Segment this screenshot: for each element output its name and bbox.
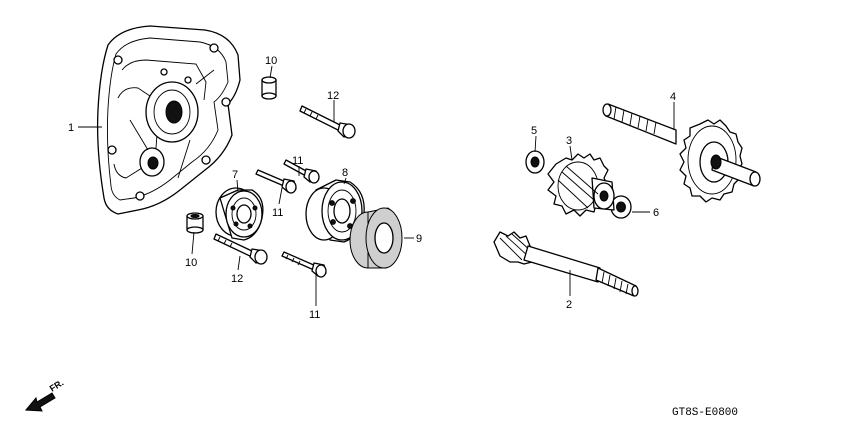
callout-1: 1 — [68, 122, 74, 134]
drive-shaft-part — [493, 231, 639, 297]
flange-bolt-part — [283, 159, 320, 184]
callout-8: 8 — [342, 167, 348, 179]
flange-bolt-part — [281, 251, 327, 278]
callout-12-top: 12 — [327, 90, 339, 102]
dowel-pin-part — [261, 76, 277, 100]
front-arrow-icon — [24, 392, 56, 412]
callout-7: 7 — [232, 169, 238, 181]
callout-2: 2 — [566, 299, 572, 311]
callout-9: 9 — [416, 233, 422, 245]
drawing-code: GT8S-E0800 — [672, 407, 738, 419]
final-shaft-gear-part — [602, 103, 761, 203]
front-direction-indicator: FR. — [24, 378, 66, 412]
front-direction-label: FR. — [48, 378, 66, 394]
callout-6: 6 — [653, 207, 659, 219]
leader-lines — [78, 65, 675, 306]
oil-seal-part — [349, 207, 403, 269]
callout-12-bottom: 12 — [231, 273, 243, 285]
ball-bearing-small-part — [215, 187, 264, 241]
callout-11-lower: 11 — [309, 309, 320, 321]
dowel-pin-part — [186, 212, 204, 234]
thrust-washer-part — [610, 195, 632, 219]
callout-3: 3 — [566, 135, 572, 147]
callout-11-upper: 11 — [292, 155, 303, 167]
callout-labels: 1 10 12 11 7 8 11 9 10 12 11 5 3 4 6 2 — [68, 55, 676, 321]
transmission-cover-part — [96, 25, 241, 215]
flange-bolt-part — [255, 169, 297, 194]
thrust-washer-part — [525, 150, 545, 174]
callout-4: 4 — [670, 91, 676, 103]
callout-10-bottom: 10 — [185, 257, 197, 269]
callout-10-top: 10 — [265, 55, 277, 67]
flange-bolt-part — [299, 105, 356, 139]
flange-bolt-part — [213, 233, 268, 265]
callout-5: 5 — [531, 125, 537, 137]
callout-11-middle: 11 — [272, 207, 283, 219]
countershaft-gear-part — [547, 153, 615, 217]
